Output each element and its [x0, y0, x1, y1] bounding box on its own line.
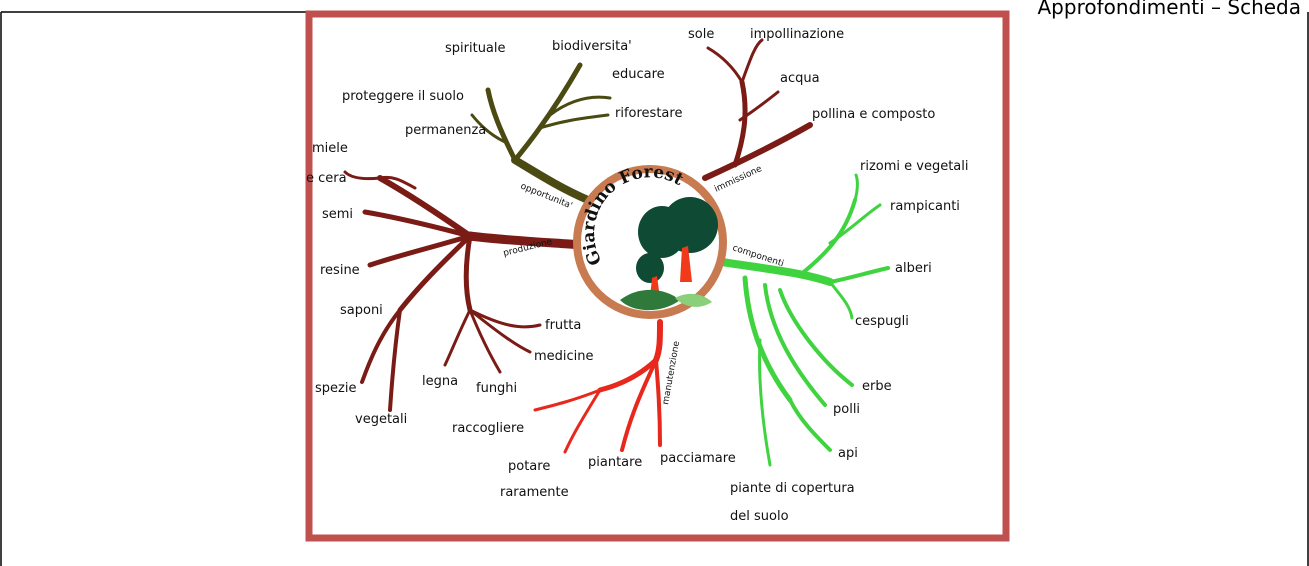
leaf-alberi: alberi — [895, 261, 932, 276]
branch-label-manutenzione: manutenzione — [661, 340, 682, 406]
leaf-rampicanti: rampicanti — [890, 199, 960, 214]
leaf-biodiversita: biodiversita' — [552, 39, 632, 54]
leaf-permanenza: permanenza — [405, 123, 486, 138]
leaf-polli: polli — [833, 402, 860, 417]
leaf-resine: resine — [320, 263, 360, 278]
leaf-educare: educare — [612, 67, 665, 82]
leaf-impollinazione: impollinazione — [750, 27, 844, 42]
leaf-medicine: medicine — [534, 349, 594, 364]
leaf-saponi: saponi — [340, 303, 383, 318]
leaf-potare: potare — [508, 459, 550, 474]
leaf-vegetali: vegetali — [355, 412, 407, 427]
leaf-del-suolo: del suolo — [730, 509, 789, 524]
leaf-raramente: raramente — [500, 485, 569, 500]
leaf-funghi: funghi — [476, 381, 517, 396]
leaf-piantare: piantare — [588, 455, 642, 470]
leaf-frutta: frutta — [545, 318, 581, 333]
branch-manutenzione — [535, 322, 660, 452]
leaf-spirituale: spirituale — [445, 41, 506, 56]
leaf-legna: legna — [422, 374, 458, 389]
leaf-riforestare: riforestare — [615, 106, 682, 121]
leaf-pollina-e-composto: pollina e composto — [812, 107, 935, 122]
leaf-raccogliere: raccogliere — [452, 421, 524, 436]
leaf-rizomi-e-vegetali: rizomi e vegetali — [860, 159, 969, 174]
branch-produzione — [345, 172, 583, 410]
leaf-miele: miele — [312, 141, 348, 156]
leaf-cespugli: cespugli — [855, 314, 909, 329]
leaf-piante-di-copertura: piante di copertura — [730, 481, 855, 496]
leaf-semi: semi — [322, 207, 353, 222]
leaf-api: api — [838, 446, 858, 461]
leaf-e-cera: e cera — [306, 171, 347, 186]
branch-immissione — [705, 40, 810, 178]
leaf-erbe: erbe — [862, 379, 892, 394]
leaf-proteggere-il-suolo: proteggere il suolo — [342, 89, 464, 104]
leaf-pacciamare: pacciamare — [660, 451, 736, 466]
leaf-acqua: acqua — [780, 71, 820, 86]
leaf-sole: sole — [688, 27, 714, 42]
leaf-spezie: spezie — [315, 381, 356, 396]
branch-opportunita — [472, 65, 610, 200]
